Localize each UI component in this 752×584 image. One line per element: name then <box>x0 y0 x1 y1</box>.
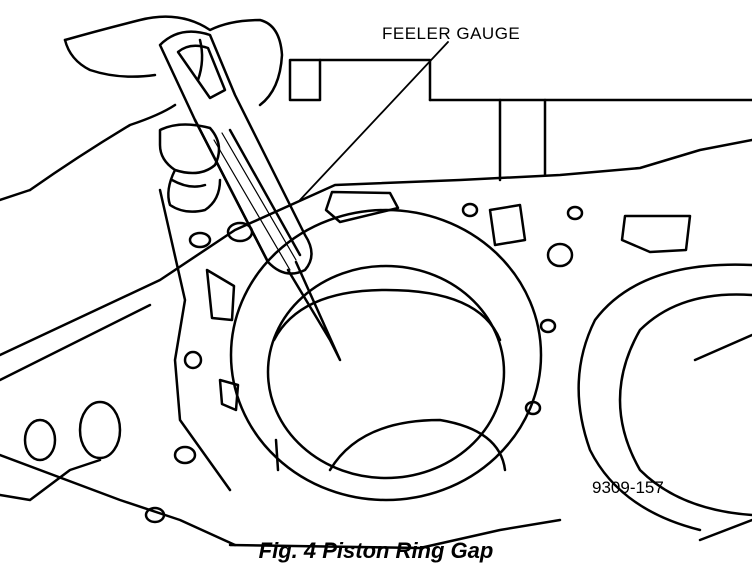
callout-leader-line <box>299 41 449 201</box>
figure-caption: Fig. 4 Piston Ring Gap <box>258 538 494 563</box>
feeler-gauge <box>158 30 342 362</box>
deck-holes <box>23 190 692 524</box>
feeler-gauge-label: FEELER GAUGE <box>382 24 521 43</box>
drawing-number: 9309-157 <box>592 478 664 497</box>
adjacent-cylinder-bore <box>577 263 752 532</box>
engine-block-deck <box>0 58 752 550</box>
cylinder-bore <box>229 208 543 502</box>
technician-hand <box>0 15 284 213</box>
